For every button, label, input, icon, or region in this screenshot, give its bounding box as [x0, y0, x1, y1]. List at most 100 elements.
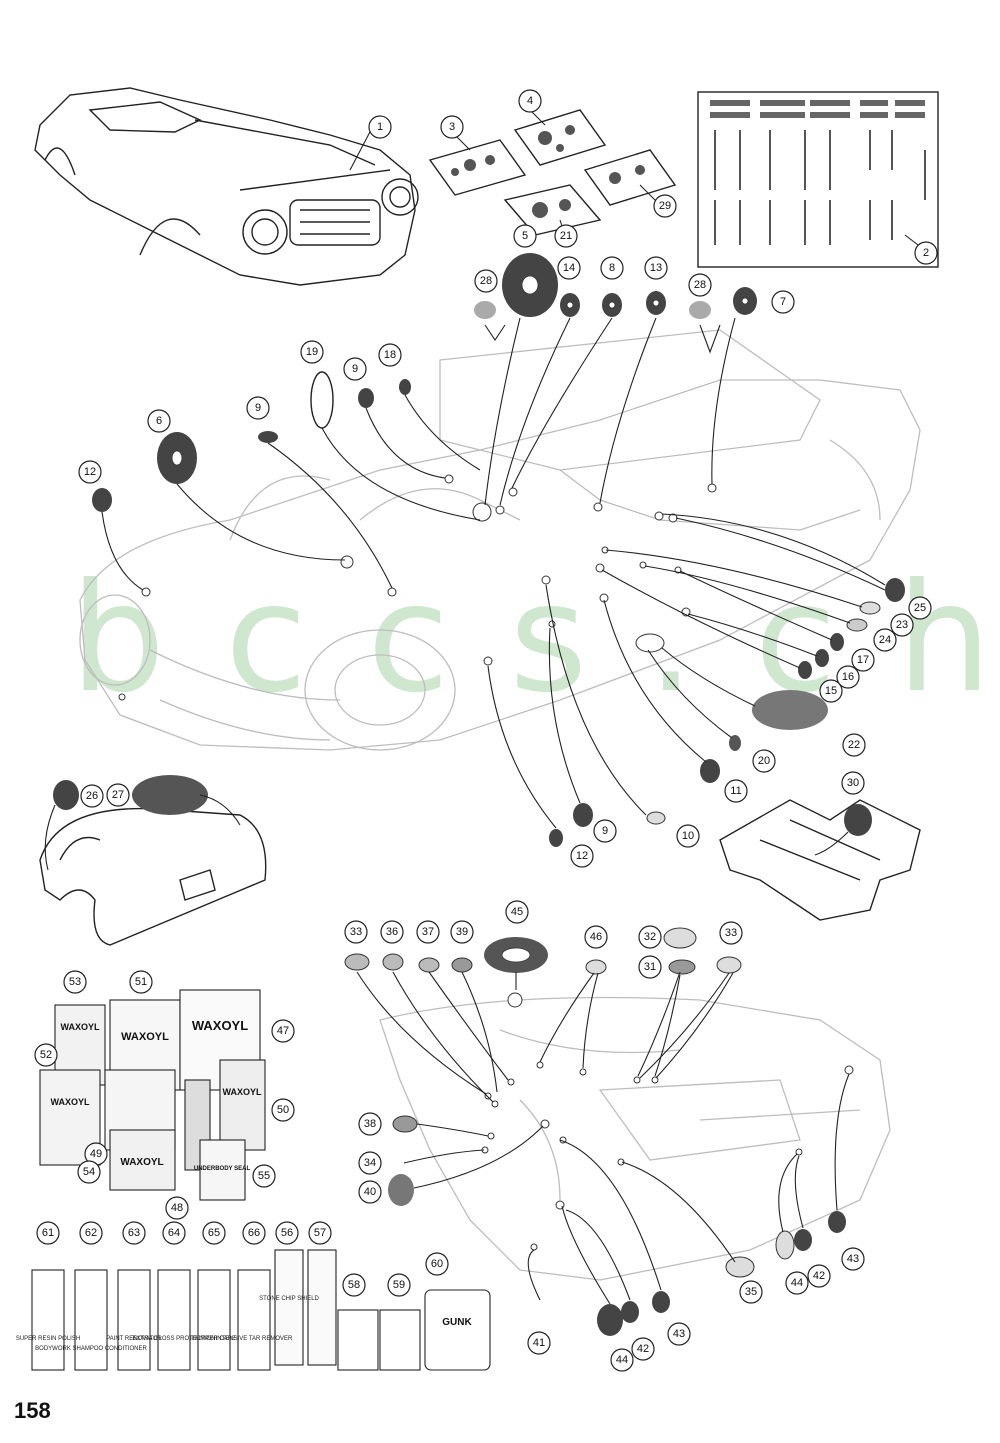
callout-23: 23	[890, 613, 914, 637]
leader-lines	[44, 109, 923, 1305]
callout-44b: 44	[785, 1271, 809, 1295]
svg-text:9: 9	[352, 363, 358, 375]
callout-50: 50	[271, 1098, 295, 1122]
callout-33a: 33	[344, 920, 368, 944]
callout-25: 25	[908, 596, 932, 620]
bottle-62-label: BODYWORK SHAMPOO CONDITIONER	[35, 1346, 147, 1352]
svg-text:15: 15	[825, 685, 837, 697]
svg-text:17: 17	[857, 654, 869, 666]
svg-text:33: 33	[350, 926, 362, 938]
callout-55: 55	[252, 1164, 276, 1188]
callout-7: 7	[771, 290, 795, 314]
svg-text:29: 29	[659, 200, 671, 212]
callout-66: 66	[242, 1221, 266, 1245]
callout-9b: 9	[246, 396, 270, 420]
svg-text:42: 42	[813, 1270, 825, 1282]
svg-text:28: 28	[694, 279, 706, 291]
callout-3: 3	[440, 115, 464, 139]
svg-text:3: 3	[449, 121, 455, 133]
svg-text:9: 9	[255, 402, 261, 414]
svg-text:27: 27	[112, 789, 124, 801]
svg-text:45: 45	[511, 906, 523, 918]
svg-text:49: 49	[90, 1148, 102, 1160]
svg-text:36: 36	[386, 926, 398, 938]
svg-text:13: 13	[650, 262, 662, 274]
chassis-frame-illustration	[719, 799, 921, 921]
svg-text:65: 65	[208, 1227, 220, 1239]
stone-chip-label: STONE CHIP SHIELD	[259, 1296, 319, 1302]
callout-34: 34	[358, 1151, 382, 1175]
callout-26: 26	[80, 784, 104, 808]
callout-42b: 42	[807, 1264, 831, 1288]
svg-text:59: 59	[393, 1279, 405, 1291]
care-products: SUPER RESIN POLISH BODYWORK SHAMPOO COND…	[16, 1249, 491, 1371]
waxoyl-brand-51: WAXOYL	[121, 1031, 169, 1043]
callout-24: 24	[873, 628, 897, 652]
svg-text:19: 19	[306, 346, 318, 358]
callout-4: 4	[518, 89, 542, 113]
callout-8: 8	[600, 256, 624, 280]
svg-text:2: 2	[923, 247, 929, 259]
callout-65: 65	[202, 1221, 226, 1245]
svg-text:1: 1	[377, 121, 383, 133]
callout-56: 56	[275, 1221, 299, 1245]
waxoyl-brand-52: WAXOYL	[50, 1097, 90, 1107]
svg-text:62: 62	[85, 1227, 97, 1239]
svg-text:48: 48	[171, 1202, 183, 1214]
svg-text:47: 47	[277, 1025, 289, 1037]
svg-text:31: 31	[644, 961, 656, 973]
grommet-parts	[53, 253, 905, 1336]
callout-51: 51	[129, 970, 153, 994]
callout-38: 38	[358, 1112, 382, 1136]
callout-22: 22	[842, 733, 866, 757]
svg-text:4: 4	[527, 95, 533, 107]
svg-text:43: 43	[673, 1328, 685, 1340]
callout-43a: 43	[667, 1322, 691, 1346]
callout-14: 14	[557, 256, 581, 280]
callout-39: 39	[450, 920, 474, 944]
callout-5: 5	[513, 224, 537, 248]
svg-text:14: 14	[563, 262, 575, 274]
callout-27: 27	[106, 783, 130, 807]
svg-text:7: 7	[780, 296, 786, 308]
svg-text:52: 52	[40, 1049, 52, 1061]
svg-text:25: 25	[914, 602, 926, 614]
callout-2: 2	[914, 241, 938, 265]
svg-text:53: 53	[69, 976, 81, 988]
waxoyl-brand-50: WAXOYL	[222, 1087, 262, 1097]
svg-text:20: 20	[758, 755, 770, 767]
svg-text:10: 10	[682, 830, 694, 842]
svg-text:54: 54	[83, 1166, 95, 1178]
svg-text:64: 64	[168, 1227, 180, 1239]
svg-text:44: 44	[791, 1277, 803, 1289]
svg-text:26: 26	[86, 790, 98, 802]
callout-31: 31	[638, 955, 662, 979]
callout-33b: 33	[719, 921, 743, 945]
callout-29: 29	[653, 194, 677, 218]
svg-text:40: 40	[364, 1186, 376, 1198]
callout-11: 11	[724, 779, 748, 803]
underseal-label: UNDERBODY SEAL	[194, 1166, 251, 1172]
svg-text:30: 30	[847, 777, 859, 789]
callout-17: 17	[851, 648, 875, 672]
page-number: 158	[14, 1398, 51, 1423]
callout-13: 13	[644, 256, 668, 280]
bottle-63-label: PAINT RENOVATOR	[106, 1336, 162, 1342]
inner-wing-illustration	[39, 807, 267, 946]
callout-12a: 12	[78, 460, 102, 484]
svg-text:32: 32	[644, 931, 656, 943]
svg-text:28: 28	[480, 275, 492, 287]
svg-text:43: 43	[847, 1253, 859, 1265]
callout-36: 36	[380, 920, 404, 944]
callout-60: 60	[425, 1252, 449, 1276]
callouts: 1 2 3 4 5 6 7 8 9 9 9 10 11 12 12 13 14 …	[34, 89, 938, 1372]
callout-40: 40	[358, 1180, 382, 1204]
callout-59: 59	[387, 1273, 411, 1297]
callout-18: 18	[378, 343, 402, 367]
waxoyl-brand-54: WAXOYL	[120, 1157, 163, 1168]
waxoyl-products: WAXOYL WAXOYL WAXOYL WAXOYL WAXOYL WAXOY…	[39, 989, 266, 1201]
callout-43b: 43	[841, 1247, 865, 1271]
svg-text:34: 34	[364, 1157, 376, 1169]
callout-15: 15	[819, 679, 843, 703]
svg-text:5: 5	[522, 230, 528, 242]
